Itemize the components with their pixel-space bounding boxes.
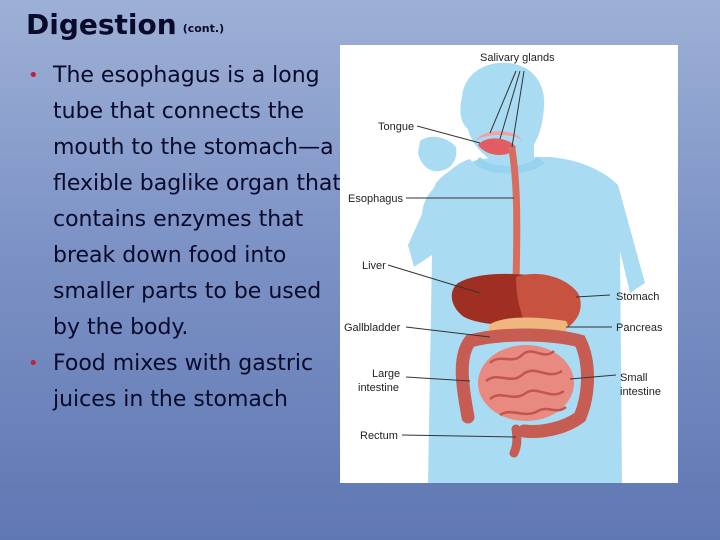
liver-leader [387, 264, 481, 294]
small-intestine-leader [569, 374, 617, 380]
gallbladder-leader [405, 326, 491, 338]
hand-shape [418, 136, 457, 172]
tongue-leader [416, 125, 481, 144]
liver-label: Liver [362, 260, 386, 272]
bullet-dot-icon: • [28, 353, 39, 374]
small-intestine-shape [478, 345, 574, 421]
slide-title: Digestion (cont.) [26, 8, 224, 41]
large-intestine-label-line1: Large [372, 368, 400, 380]
oral-cavity [476, 131, 522, 141]
stomach-leader [575, 294, 611, 298]
bullet-text: The esophagus is a long tube that connec… [53, 63, 342, 340]
shirt-neck-shade [474, 157, 544, 174]
title-text: Digestion [26, 8, 177, 41]
bullet-item: • The esophagus is a long tube that conne… [26, 58, 346, 346]
tongue-label: Tongue [378, 121, 414, 133]
bullet-dot-icon: • [28, 65, 39, 86]
large-intestine-label-line2: intestine [358, 382, 399, 394]
diagram-svg: Salivary glands Tongue Esophagus Liver G… [344, 52, 663, 483]
esophagus-tube [508, 145, 521, 284]
raised-arm-shape [421, 159, 476, 235]
title-suffix: (cont.) [182, 22, 225, 35]
digestive-system-diagram: Salivary glands Tongue Esophagus Liver G… [340, 45, 678, 483]
stomach-label: Stomach [616, 291, 659, 303]
small-intestine-label-line1: Small [620, 372, 648, 384]
rectum-shape [509, 424, 522, 458]
bullet-list: • The esophagus is a long tube that conne… [26, 58, 346, 418]
large-intestine-leader [405, 376, 471, 382]
leader-lines [387, 70, 617, 438]
mouth-region [476, 131, 522, 155]
rectum-label: Rectum [360, 430, 398, 442]
tongue-shape [478, 138, 516, 155]
large-intestine-shape [455, 328, 594, 438]
pancreas-label: Pancreas [616, 322, 663, 334]
gallbladder-label: Gallbladder [344, 322, 401, 334]
salivary-glands-label: Salivary glands [480, 52, 555, 64]
rectum-leader [401, 434, 517, 438]
bullet-item: • Food mixes with gastric juices in the s… [26, 346, 346, 418]
bullet-text: Food mixes with gastric juices in the st… [53, 351, 314, 412]
small-intestine-label-line2: intestine [620, 386, 661, 398]
esophagus-label: Esophagus [348, 193, 404, 205]
salivary-glands-leader [489, 70, 525, 148]
